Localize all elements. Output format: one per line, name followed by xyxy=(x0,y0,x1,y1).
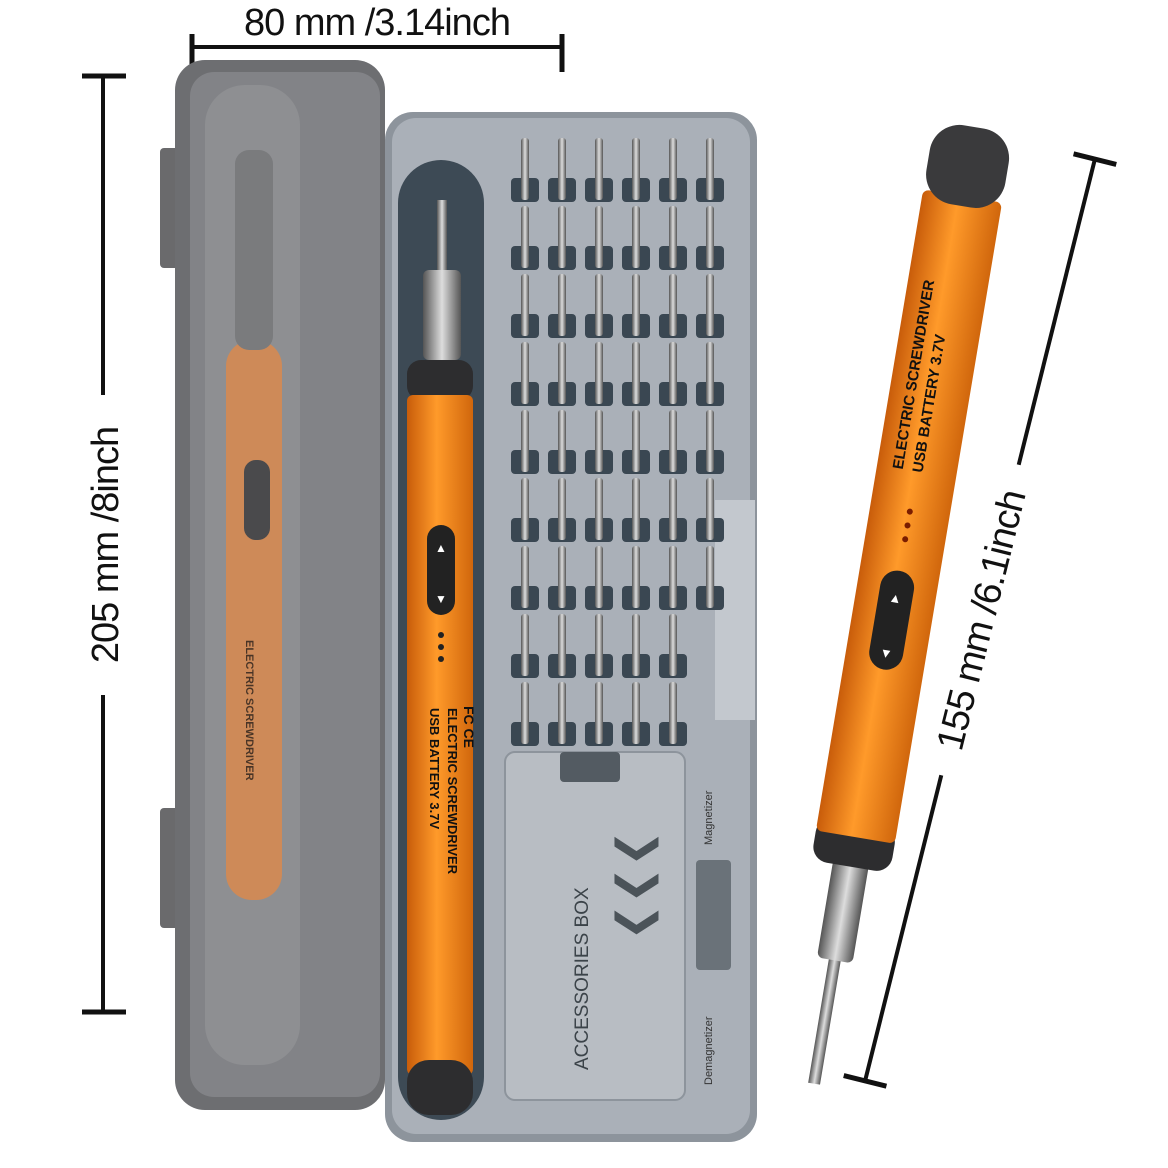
screwdriver-bit[interactable] xyxy=(595,614,603,676)
screwdriver-bit[interactable] xyxy=(558,614,566,676)
screwdriver-bit[interactable] xyxy=(521,546,529,608)
screwdriver-bit[interactable] xyxy=(521,410,529,472)
screwdriver-bit[interactable] xyxy=(595,546,603,608)
screwdriver-bit[interactable] xyxy=(669,138,677,200)
screwdriver-bit[interactable] xyxy=(521,682,529,744)
magnetizer-label: Magnetizer xyxy=(703,790,715,845)
case-lid: ELECTRIC SCREWDRIVER xyxy=(160,60,385,1110)
screwdriver-bit[interactable] xyxy=(595,478,603,540)
screwdriver-bit[interactable] xyxy=(595,410,603,472)
screwdriver-bit[interactable] xyxy=(595,206,603,268)
screwdriver-bit[interactable] xyxy=(706,478,714,540)
screwdriver-standalone: ▲ ▼ ELECTRIC SCREWDRIVER USB BATTERY 3.7… xyxy=(808,124,1010,1085)
screwdriver-bit[interactable] xyxy=(706,546,714,608)
screwdriver-bit[interactable] xyxy=(595,682,603,744)
height-dimension: 205 mm /8inch xyxy=(80,73,128,1015)
svg-text:▲: ▲ xyxy=(435,541,447,555)
direction-button[interactable] xyxy=(427,525,455,615)
screwdriver-bit[interactable] xyxy=(558,682,566,744)
screwdriver-bit[interactable] xyxy=(521,614,529,676)
screwdriver-bit[interactable] xyxy=(706,138,714,200)
width-dimension: 80 mm /3.14inch xyxy=(189,2,565,72)
screwdriver-bit[interactable] xyxy=(558,206,566,268)
screwdriver-bit[interactable] xyxy=(521,274,529,336)
screwdriver-bit[interactable] xyxy=(632,546,640,608)
svg-text:▼: ▼ xyxy=(435,592,447,606)
screwdriver-bit[interactable] xyxy=(558,138,566,200)
screwdriver-bit[interactable] xyxy=(669,682,677,744)
screwdriver-bit[interactable] xyxy=(632,274,640,336)
screwdriver-bit[interactable] xyxy=(669,410,677,472)
tray-cert-label: FC CE xyxy=(461,706,477,748)
tray-label-line2: USB BATTERY 3.7V xyxy=(427,708,442,829)
screwdriver-bit[interactable] xyxy=(558,410,566,472)
screwdriver-bit[interactable] xyxy=(521,138,529,200)
screwdriver-bit[interactable] xyxy=(706,342,714,404)
screwdriver-bit[interactable] xyxy=(558,546,566,608)
screwdriver-bit[interactable] xyxy=(669,206,677,268)
screwdriver-in-tray: ▲ ▼ ELECTRIC SCREWDRIVER USB BATTERY 3.7… xyxy=(407,200,477,1115)
demagnetizer-label: Demagnetizer xyxy=(703,1016,715,1085)
lid-screwdriver-label: ELECTRIC SCREWDRIVER xyxy=(243,640,255,781)
screwdriver-bit[interactable] xyxy=(595,342,603,404)
screwdriver-bit[interactable] xyxy=(669,274,677,336)
accessories-box-label: ACCESSORIES BOX xyxy=(572,887,593,1070)
screwdriver-bit[interactable] xyxy=(632,138,640,200)
screwdriver-bit[interactable] xyxy=(632,682,640,744)
screwdriver-bit[interactable] xyxy=(632,478,640,540)
screwdriver-bit[interactable] xyxy=(669,614,677,676)
screwdriver-bit[interactable] xyxy=(632,614,640,676)
screwdriver-bit[interactable] xyxy=(558,478,566,540)
screwdriver-bit[interactable] xyxy=(669,546,677,608)
screwdriver-bit[interactable] xyxy=(669,478,677,540)
screwdriver-bit[interactable] xyxy=(521,342,529,404)
screwdriver-bit[interactable] xyxy=(558,274,566,336)
screwdriver-bit[interactable] xyxy=(632,342,640,404)
svg-text:▲: ▲ xyxy=(888,589,903,606)
screwdriver-bit[interactable] xyxy=(521,478,529,540)
height-label: 205 mm /8inch xyxy=(85,427,127,663)
screwdriver-bit[interactable] xyxy=(669,342,677,404)
bit-tray: ❯❯❯ ACCESSORIES BOX Magnetizer Demagneti… xyxy=(385,112,757,1142)
screwdriver-bit[interactable] xyxy=(632,206,640,268)
bit-grid xyxy=(511,138,724,746)
magnetizer-slot[interactable] xyxy=(696,860,731,970)
screwdriver-bit[interactable] xyxy=(521,206,529,268)
direction-button-standalone[interactable] xyxy=(867,568,917,672)
width-label: 80 mm /3.14inch xyxy=(244,2,510,44)
tray-label-line1: ELECTRIC SCREWDRIVER xyxy=(445,708,460,875)
screwdriver-bit[interactable] xyxy=(706,410,714,472)
screwdriver-bit[interactable] xyxy=(595,138,603,200)
screwdriver-bit[interactable] xyxy=(632,410,640,472)
screwdriver-bit[interactable] xyxy=(706,274,714,336)
screwdriver-bit[interactable] xyxy=(595,274,603,336)
screwdriver-bit[interactable] xyxy=(706,206,714,268)
svg-text:▼: ▼ xyxy=(879,645,894,662)
svg-text:❯❯❯: ❯❯❯ xyxy=(614,830,665,941)
screwdriver-bit[interactable] xyxy=(558,342,566,404)
